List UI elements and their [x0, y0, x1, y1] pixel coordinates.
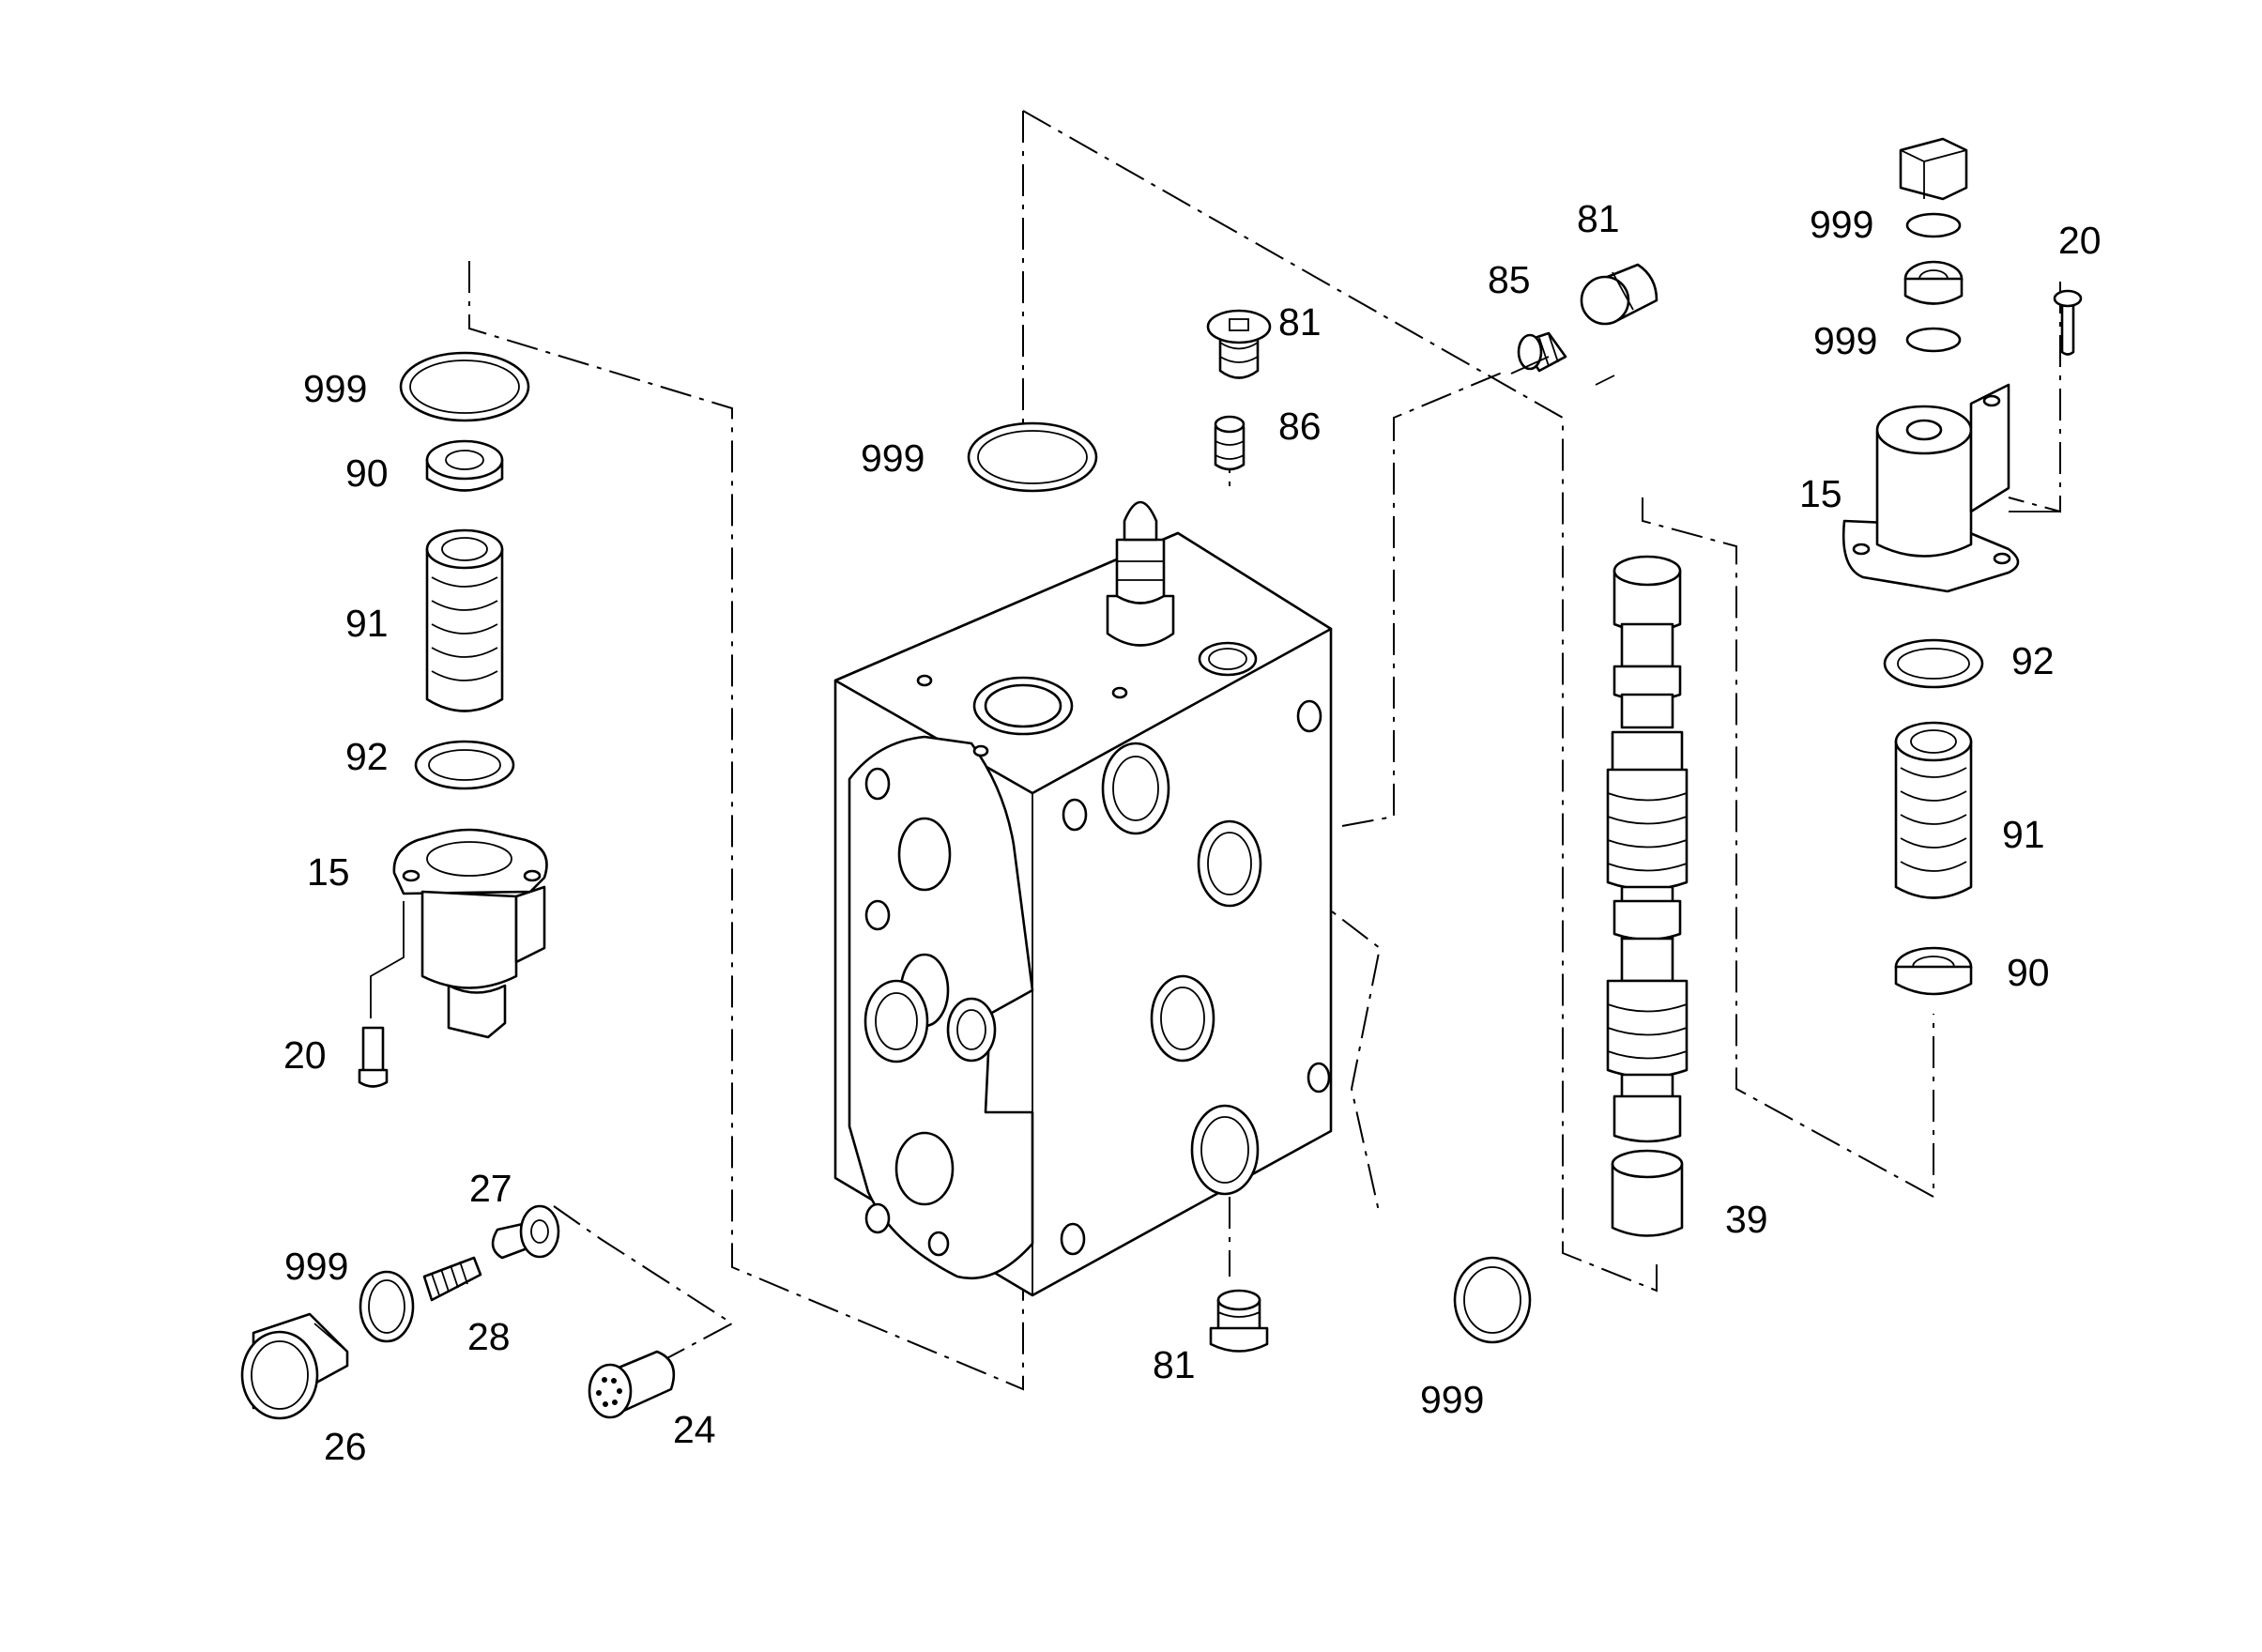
callout-right-washer: 92	[2011, 639, 2055, 682]
callout-spool-spool: 39	[1725, 1198, 1768, 1241]
callout-left-spring: 91	[345, 602, 389, 645]
callout-labels: 999 90 91 92 15 20 27 999 28 26 24 999 8…	[283, 197, 2102, 1468]
callout-center-plug-top: 81	[1278, 300, 1322, 344]
bottom-left-parts	[240, 1204, 676, 1420]
callout-left-washer: 92	[345, 735, 389, 778]
callout-right-screw: 20	[2058, 219, 2102, 262]
callout-bottom-poppet: 27	[469, 1167, 512, 1210]
leader-lines	[1510, 356, 2060, 512]
callout-right-oring-top: 999	[1810, 203, 1873, 246]
spool-parts	[1517, 263, 1689, 1237]
callout-spool-orifice: 85	[1488, 258, 1531, 301]
callout-right-cap: 90	[2007, 951, 2050, 994]
callout-spool-plug: 81	[1577, 197, 1620, 240]
left-parts	[358, 351, 548, 1088]
callout-right-housing: 15	[1799, 472, 1842, 515]
callout-left-cap: 90	[345, 451, 389, 495]
callout-left-screw: 20	[283, 1033, 327, 1077]
callout-center-plug-bottom: 81	[1153, 1343, 1196, 1386]
callout-right-oring-mid: 999	[1813, 319, 1877, 362]
callout-center-oring-right: 999	[1420, 1378, 1484, 1421]
callout-left-housing: 15	[307, 850, 350, 894]
callout-bottom-spring: 28	[467, 1315, 511, 1358]
valve-body	[833, 500, 1333, 1297]
callout-bottom-damper: 24	[673, 1408, 716, 1451]
center-parts	[967, 309, 1532, 1353]
callout-right-spring: 91	[2002, 813, 2045, 856]
callout-left-oring: 999	[303, 367, 367, 410]
callout-center-orifice: 86	[1278, 405, 1322, 448]
right-parts	[1842, 137, 2083, 996]
callout-bottom-plug: 26	[324, 1425, 367, 1468]
callout-center-oring-top: 999	[861, 436, 925, 480]
callout-bottom-oring: 999	[284, 1245, 348, 1288]
